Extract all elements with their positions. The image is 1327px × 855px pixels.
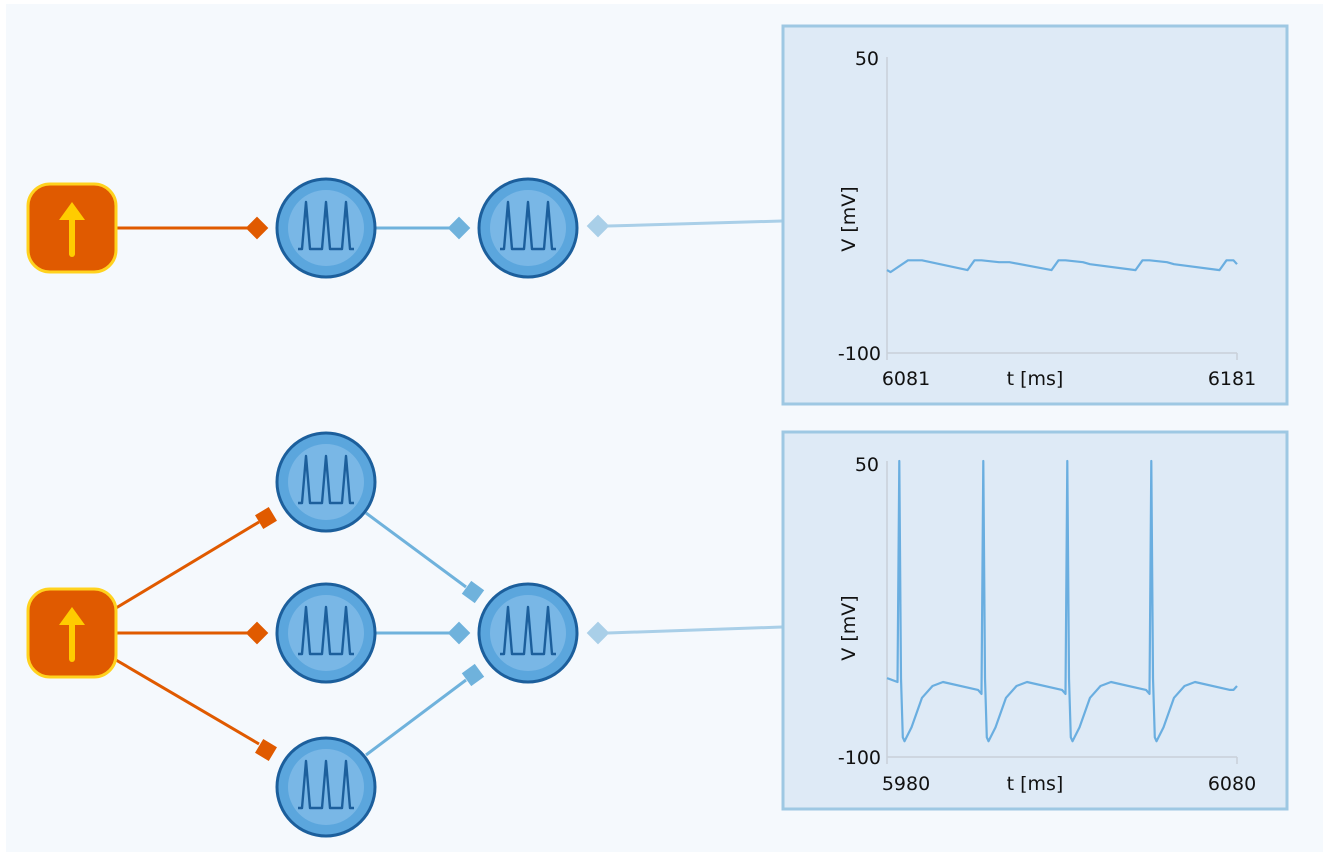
neuron-node[interactable]: [275, 431, 377, 533]
synapse-marker: [461, 663, 485, 687]
recorder-connection[interactable]: [607, 219, 783, 228]
y-tick-label-max: 50: [855, 454, 879, 476]
recorder-connection[interactable]: [607, 625, 783, 635]
neuron-node[interactable]: [275, 177, 377, 279]
voltage-plot-panel: 50 -100 5980 6080 t [ms] V [mV]: [781, 430, 1289, 811]
synapse-marker: [461, 580, 485, 604]
neuron-node[interactable]: [275, 736, 377, 838]
x-axis-label: t [ms]: [1007, 368, 1064, 390]
voltage-trace: [886, 259, 1238, 274]
circuit-convergent: 50 -100 5980 6080 t [ms] V [mV]: [28, 430, 1289, 838]
x-tick-label-max: 6080: [1208, 773, 1256, 795]
y-tick-label-max: 50: [855, 48, 879, 70]
plot-frame: [781, 430, 1289, 811]
spike-train-icon: [275, 431, 377, 533]
spike-train-icon: [275, 736, 377, 838]
excitatory-connection[interactable]: [115, 658, 260, 746]
excitatory-connection[interactable]: [115, 520, 260, 610]
y-axis-label: V [mV]: [838, 595, 860, 660]
y-axis-label: V [mV]: [838, 186, 860, 251]
x-tick-label-max: 6181: [1208, 368, 1256, 390]
neural-connection[interactable]: [365, 511, 467, 589]
stimulus-node[interactable]: [28, 184, 116, 272]
neuron-node[interactable]: [477, 177, 579, 279]
synapse-marker: [255, 739, 277, 761]
x-tick-label-min: 5980: [882, 773, 930, 795]
x-tick-label-min: 6081: [882, 368, 930, 390]
synapse-marker: [255, 507, 277, 529]
plot-frame: [781, 24, 1289, 406]
y-tick-label-min: -100: [838, 747, 881, 769]
arrow-up-icon: [28, 589, 116, 677]
voltage-trace: [886, 459, 1238, 743]
spike-train-icon: [275, 582, 377, 684]
neuron-node[interactable]: [477, 582, 579, 684]
spike-train-icon: [275, 177, 377, 279]
arrow-up-icon: [28, 184, 116, 272]
voltage-plot-panel: 50 -100 6081 6181 t [ms] V [mV]: [781, 24, 1289, 406]
x-axis-label: t [ms]: [1007, 773, 1064, 795]
neuron-node[interactable]: [275, 582, 377, 684]
neural-connection[interactable]: [365, 678, 467, 757]
spike-train-icon: [477, 177, 579, 279]
circuit-chain: 50 -100 6081 6181 t [ms] V [mV]: [28, 24, 1289, 406]
y-tick-label-min: -100: [838, 343, 881, 365]
spike-train-icon: [477, 582, 579, 684]
stimulus-node[interactable]: [28, 589, 116, 677]
